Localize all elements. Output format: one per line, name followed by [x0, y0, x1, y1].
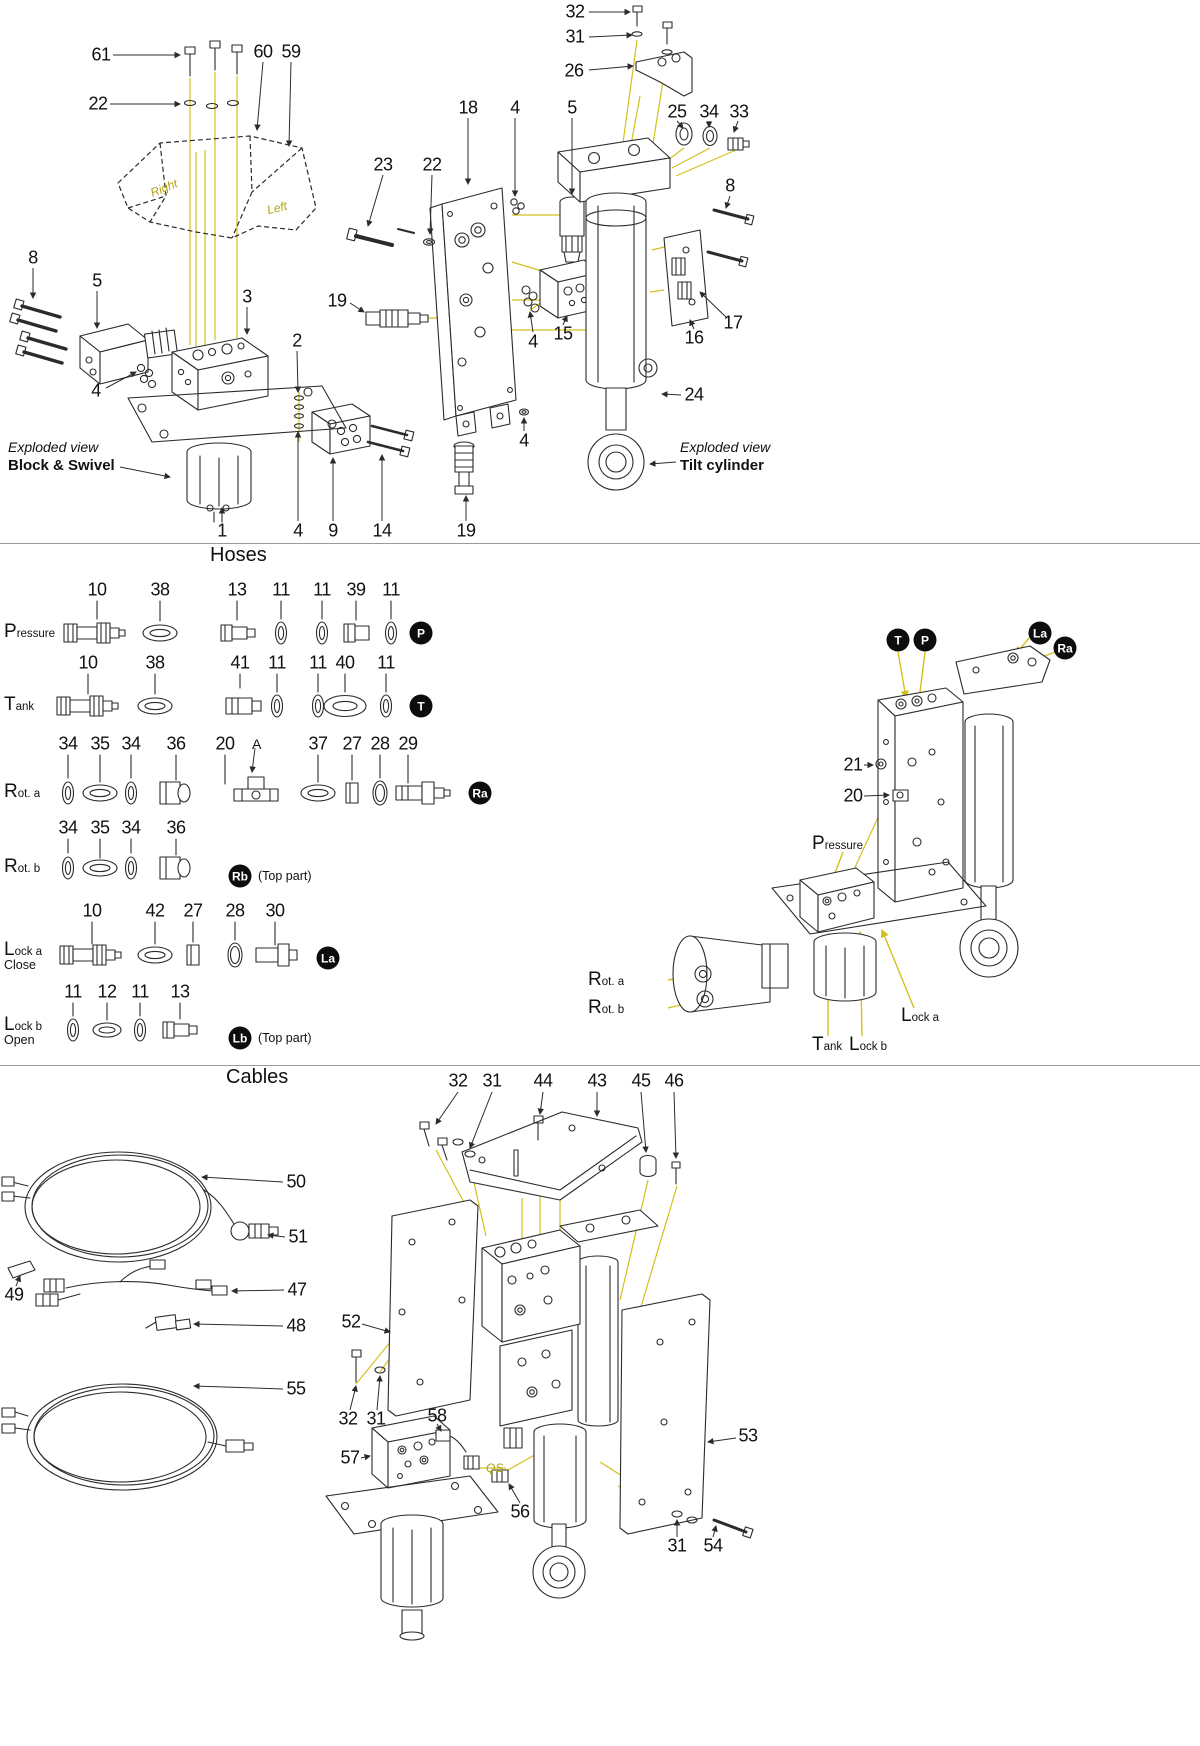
row-label-rest: ressure — [16, 628, 56, 640]
row-label-rest: ot. b — [17, 863, 41, 875]
label-initial: T — [812, 1034, 824, 1055]
label-initial: L — [849, 1034, 860, 1055]
row-label-initial: T — [4, 694, 16, 715]
assembled-label-rot-b: Rot. b — [588, 998, 624, 1017]
cables-art — [1, 1091, 754, 1641]
row-label-initial: L — [4, 1014, 15, 1035]
label-initial: R — [588, 997, 602, 1018]
label-initial: P — [812, 833, 825, 854]
assembled-label-pressure: Pressure — [812, 834, 863, 853]
row-label-rest: ock a — [14, 946, 43, 958]
qs-label: QS — [486, 1461, 504, 1475]
assembled-label-tank: Tank — [812, 1035, 842, 1054]
left-exploded-caption: Exploded view — [8, 439, 99, 455]
assembled-view-art — [667, 637, 1056, 1037]
right-exploded-caption: Exploded view — [680, 439, 771, 455]
assembled-label-lock-a: Lock a — [901, 1006, 939, 1025]
row-label-rest: ot. a — [17, 788, 41, 800]
row-label-rest: ank — [15, 701, 35, 713]
hoses-parts-art — [56, 600, 451, 1042]
assembled-label-lock-b: Lock b — [849, 1035, 887, 1054]
label-initial: L — [901, 1005, 912, 1026]
port-a-label: A — [252, 736, 262, 752]
label-rest: ot. a — [601, 976, 625, 988]
row-label-initial: P — [4, 621, 17, 642]
label-rest: ressure — [824, 840, 864, 852]
label-rest: ank — [823, 1041, 843, 1053]
cables-section-title: Cables — [226, 1066, 289, 1088]
assembled-label-rot-a: Rot. a — [588, 970, 624, 989]
hose-row-label-lock-a: Lock a — [4, 940, 42, 959]
label-rest: ock a — [911, 1012, 940, 1024]
block-swivel-art — [9, 40, 415, 523]
hose-row-label-rot-b: Rot. b — [4, 857, 40, 876]
hose-row-label-tank: Tank — [4, 695, 34, 714]
row-label-initial: R — [4, 781, 18, 802]
section-divider — [0, 1065, 1200, 1066]
row-label-initial: L — [4, 939, 15, 960]
hose-row-label-rot-a: Rot. a — [4, 782, 40, 801]
section-divider — [0, 543, 1200, 544]
tilt-cylinder-art — [346, 5, 755, 521]
hose-row-label-pressure: Pressure — [4, 622, 55, 641]
label-initial: R — [588, 969, 602, 990]
hoses-section-title: Hoses — [210, 544, 267, 566]
top-part-note-rb: (Top part) — [258, 869, 312, 883]
hose-row-label-lock-b-line2: Open — [4, 1033, 35, 1047]
label-rest: ock b — [859, 1041, 888, 1053]
row-label-rest: ock b — [14, 1021, 43, 1033]
hose-row-label-lock-b: Lock b — [4, 1015, 42, 1034]
left-exploded-title: Block & Swivel — [8, 457, 115, 474]
label-rest: ot. b — [601, 1004, 625, 1016]
row-label-initial: R — [4, 856, 18, 877]
top-part-note-lb: (Top part) — [258, 1031, 312, 1045]
right-exploded-title: Tilt cylinder — [680, 457, 764, 474]
hose-row-label-lock-a-line2: Close — [4, 958, 36, 972]
